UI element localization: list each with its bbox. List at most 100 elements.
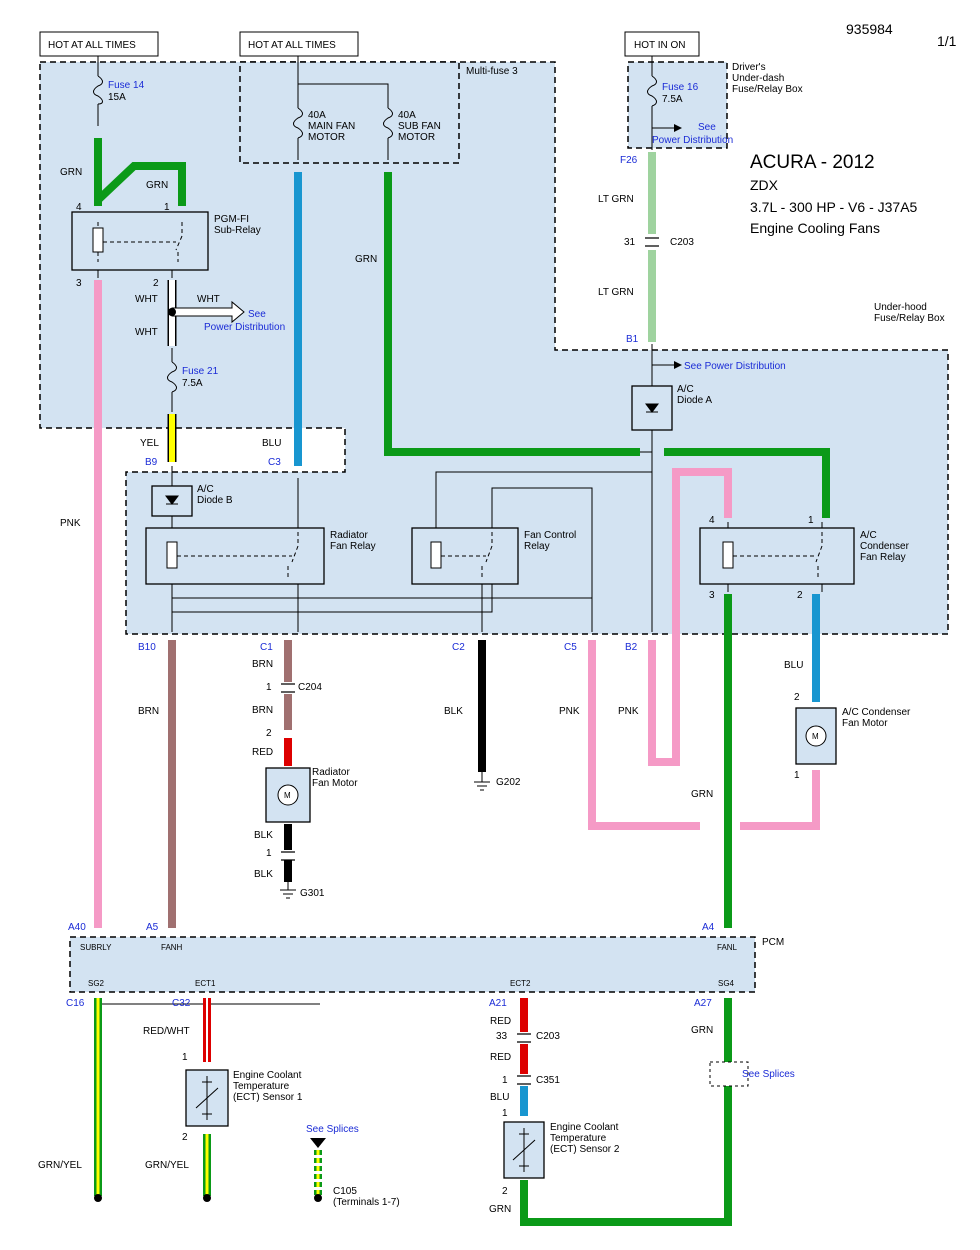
splice-arrow	[310, 1138, 326, 1148]
ect1-l1: Engine Coolant	[233, 1070, 302, 1081]
wire-grn-pgmfi-1	[95, 162, 186, 206]
hot-in-on-box	[624, 31, 700, 57]
ac-motor-m: M	[812, 732, 819, 741]
pin-1m: 1	[794, 770, 800, 781]
rad-motor-circle	[277, 784, 299, 806]
radiator-fan-motor: M	[265, 767, 311, 823]
see-pd2b[interactable]: Power Distribution	[652, 135, 733, 146]
conn-g301: G301	[300, 888, 325, 899]
label-blk-b: BLK	[254, 830, 273, 841]
fan-ctrl-switch-feed	[491, 487, 593, 632]
connector-mark-3	[517, 1033, 531, 1043]
label-blu-c: BLU	[490, 1092, 509, 1103]
hot-at-all-times-1: HOT AT ALL TIMES	[48, 40, 136, 51]
title-system: Engine Cooling Fans	[750, 220, 880, 236]
fan-control-relay	[411, 527, 519, 585]
conn-c16: C16	[66, 998, 85, 1009]
hot-at-all-times-box-2	[239, 31, 359, 57]
see-splices-2[interactable]: See Splices	[742, 1069, 795, 1080]
see-pd1[interactable]: See	[248, 309, 266, 320]
fuse-14-name: Fuse 14	[108, 80, 145, 91]
ac-motor-l1: A/C Condenser	[842, 707, 911, 718]
label-brn-b: BRN	[252, 659, 273, 670]
rad-motor-body	[265, 767, 311, 823]
rad-relay-coil	[166, 541, 178, 569]
pin-2f: 2	[182, 1132, 188, 1143]
fuse-16-name: Fuse 16	[662, 82, 699, 93]
conn-a21: A21	[489, 998, 507, 1009]
splice-dot-2	[314, 1194, 322, 1202]
fuse-21-symbol	[167, 361, 177, 393]
pgmfi-relay-coil	[92, 227, 104, 253]
multifuse-label: Multi-fuse 3	[466, 66, 518, 77]
rad-relay-label-2: Fan Relay	[330, 541, 376, 552]
title-engine: 3.7L - 300 HP - V6 - J37A5	[750, 199, 918, 215]
fan-ctrl-ground	[172, 580, 493, 613]
rad-relay-label-1: Radiator	[330, 530, 368, 541]
label-ltgrn-a: LT GRN	[598, 194, 634, 205]
fuse-sub-l1: SUB FAN	[398, 121, 441, 132]
label-grn-f: GRN	[489, 1204, 511, 1215]
label-ltgrn-b: LT GRN	[598, 287, 634, 298]
label-grn-b: GRN	[146, 180, 168, 191]
pin-1h: 1	[502, 1108, 508, 1119]
hot-at-all-times-2: HOT AT ALL TIMES	[248, 40, 336, 51]
diode-b-l2: Diode B	[197, 495, 233, 506]
conn-c203-a: C203	[670, 237, 694, 248]
ac-motor-l2: Fan Motor	[842, 718, 888, 729]
conn-c32: C32	[172, 998, 191, 1009]
see-pd3[interactable]: See Power Distribution	[684, 361, 786, 372]
pcm-box	[69, 936, 756, 993]
hot-in-on: HOT IN ON	[634, 40, 685, 51]
diode-b-symbol	[165, 495, 179, 505]
conn-a4: A4	[702, 922, 715, 933]
wire-pnk-c5	[588, 640, 820, 830]
fuse-main-rating: 40A	[308, 110, 326, 121]
fuse-14-symbol	[93, 75, 103, 105]
label-wht-a: WHT	[135, 294, 158, 305]
title-model: ZDX	[750, 177, 779, 193]
pin-2c: 2	[266, 728, 272, 739]
fuse-sub-l2: MOTOR	[398, 132, 435, 143]
ect1-l2: Temperature	[233, 1081, 290, 1092]
label-redwht: RED/WHT	[143, 1026, 190, 1037]
pin-3b: 3	[709, 590, 715, 601]
ect-sensor-2	[503, 1121, 545, 1179]
label-brn-c: BRN	[252, 705, 273, 716]
splice-box	[709, 1061, 749, 1087]
conn-a40: A40	[68, 922, 86, 933]
ac-relay-coil	[722, 541, 734, 569]
pin-1b: 1	[808, 515, 814, 526]
ect2-l1: Engine Coolant	[550, 1122, 619, 1133]
pcm-pin-fanl: FANL	[717, 943, 738, 952]
pin-3a: 3	[76, 278, 82, 289]
fan-ctrl-label-1: Fan Control	[524, 530, 576, 541]
see-splices-1[interactable]: See Splices	[306, 1124, 359, 1135]
see-pd2[interactable]: See	[698, 122, 716, 133]
see-pd1b[interactable]: Power Distribution	[204, 322, 285, 333]
connector-mark-4	[517, 1075, 531, 1085]
splice-dot-1	[203, 1194, 211, 1202]
label-blu-b: BLU	[784, 660, 803, 671]
ac-condenser-fan-motor: M	[795, 707, 837, 765]
conn-a5: A5	[146, 922, 159, 933]
pin-2a: 2	[153, 278, 159, 289]
conn-b9: B9	[145, 457, 158, 468]
fuse-main-l1: MAIN FAN	[308, 121, 355, 132]
label-blu-a: BLU	[262, 438, 281, 449]
diode-b-l1: A/C	[197, 484, 214, 495]
diode-a-l1: A/C	[677, 384, 694, 395]
conn-a27: A27	[694, 998, 712, 1009]
wires-layer	[94, 138, 830, 1226]
fan-ctrl-label-2: Relay	[524, 541, 550, 552]
label-grn-c: GRN	[355, 254, 377, 265]
g301-symbol	[280, 882, 296, 899]
conn-c105: C105	[333, 1186, 357, 1197]
conn-c203-b: C203	[536, 1031, 560, 1042]
conn-b1: B1	[626, 334, 639, 345]
label-grn-d: GRN	[691, 789, 713, 800]
ac-relay-contacts	[733, 532, 823, 578]
ac-diode-b	[151, 485, 193, 517]
doc-id: 935984	[846, 21, 893, 37]
label-blk-c: BLK	[254, 869, 273, 880]
